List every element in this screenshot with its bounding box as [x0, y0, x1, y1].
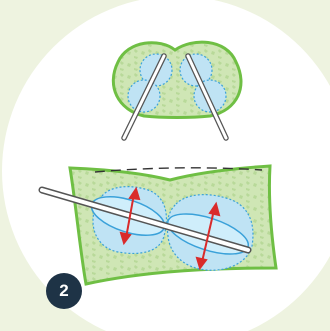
step-number: 2	[59, 281, 68, 301]
step-number-badge: 2	[46, 273, 82, 309]
